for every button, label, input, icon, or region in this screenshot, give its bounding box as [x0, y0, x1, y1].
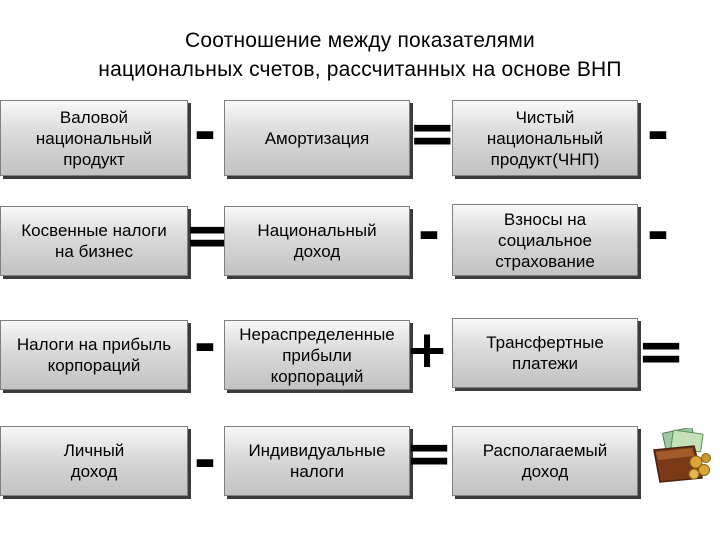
minus-operator: -: [417, 201, 441, 264]
plus-operator: +: [405, 320, 449, 380]
equals-operator: =: [636, 317, 686, 385]
wallet-with-money-icon: [653, 428, 711, 483]
box-individual-taxes: Индивидуальные налоги: [224, 426, 410, 496]
box-disposable-income: Располагаемый доход: [452, 426, 638, 496]
box-social-insurance-contributions: Взносы на социальное страхование: [452, 204, 638, 276]
box-net-national-product: Чистый национальный продукт(ЧНП): [452, 100, 638, 176]
box-depreciation: Амортизация: [224, 100, 410, 176]
box-corporate-profit-taxes: Налоги на прибыль корпораций: [0, 320, 188, 390]
box-gross-national-product: Валовой национальный продукт: [0, 100, 188, 176]
title-line-2: национальных счетов, рассчитанных на осн…: [98, 58, 622, 81]
minus-operator: -: [193, 313, 217, 376]
equals-operator: =: [408, 99, 457, 167]
box-national-income: Национальный доход: [224, 206, 410, 276]
minus-operator: -: [646, 201, 670, 264]
diagram-title: Соотношение между показателями националь…: [0, 26, 720, 84]
minus-operator: -: [646, 101, 670, 164]
box-transfer-payments: Трансфертные платежи: [452, 318, 638, 388]
box-retained-corporate-earnings: Нераспределенные прибыли корпораций: [224, 320, 410, 390]
minus-operator: -: [193, 101, 217, 164]
box-personal-income: Личный доход: [0, 426, 188, 496]
box-indirect-business-taxes: Косвенные налоги на бизнес: [0, 206, 188, 276]
minus-operator: -: [193, 429, 217, 492]
equals-operator: =: [404, 419, 454, 487]
title-line-1: Соотношение между показателями: [185, 29, 535, 52]
equals-operator: =: [184, 201, 233, 269]
